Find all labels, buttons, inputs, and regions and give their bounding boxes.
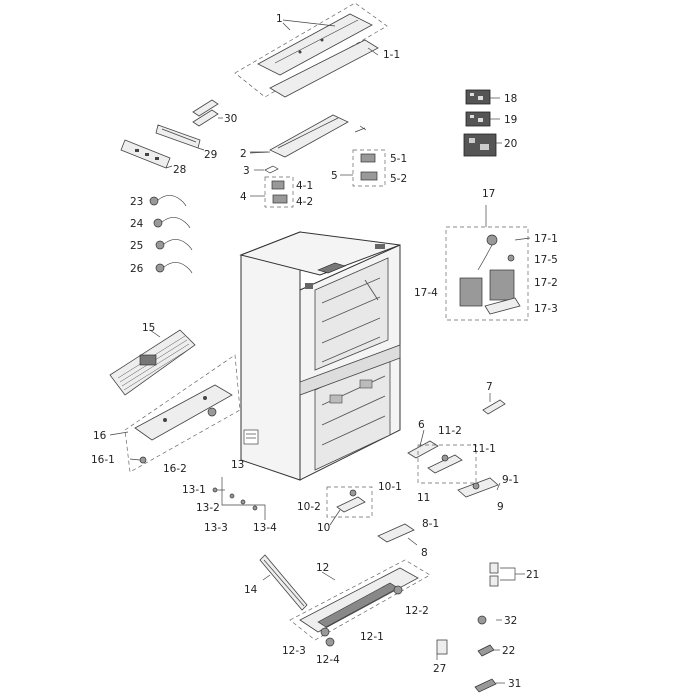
label-20: 20 xyxy=(504,138,517,150)
label-14: 14 xyxy=(244,584,258,596)
label-32: 32 xyxy=(504,615,517,627)
label-17-5: 17-5 xyxy=(534,254,558,266)
hinge-assembly-4 xyxy=(264,176,294,208)
label-1-1: 1-1 xyxy=(383,49,400,61)
label-7: 7 xyxy=(486,381,493,393)
label-29: 29 xyxy=(204,149,217,161)
label-13-4: 13-4 xyxy=(253,522,277,534)
wire-harness-parts xyxy=(149,195,193,274)
control-assembly-17 xyxy=(445,226,529,321)
label-16: 16 xyxy=(93,430,107,442)
label-2: 2 xyxy=(240,148,247,160)
label-16-2: 16-2 xyxy=(163,463,187,475)
label-16-1: 16-1 xyxy=(91,454,115,466)
label-8-1: 8-1 xyxy=(422,518,439,530)
label-18: 18 xyxy=(504,93,517,105)
door-trim-parts xyxy=(120,99,219,169)
label-10-1: 10-1 xyxy=(378,481,402,493)
hinge-assembly-5 xyxy=(352,149,386,187)
base-cover-12 xyxy=(289,559,431,647)
top-cover-assembly xyxy=(234,2,388,98)
pcb-parts xyxy=(463,89,497,157)
label-17-3: 17-3 xyxy=(534,303,558,315)
label-17-4: 17-4 xyxy=(414,287,438,299)
label-4-1: 4-1 xyxy=(296,180,313,192)
label-13: 13 xyxy=(231,459,244,471)
screw-set-13 xyxy=(212,477,266,520)
label-4: 4 xyxy=(240,191,247,203)
label-9-1: 9-1 xyxy=(502,474,519,486)
bottom-rail-14 xyxy=(259,554,308,611)
label-10: 10 xyxy=(317,522,330,534)
label-6: 6 xyxy=(418,419,425,431)
part-labels: 1 1-1 2 3 4 4-1 4-2 5 5-1 5-2 18 19 20 3… xyxy=(91,13,558,690)
label-31: 31 xyxy=(508,678,521,690)
rear-panel-15 xyxy=(109,329,196,396)
label-12: 12 xyxy=(316,562,329,574)
label-28: 28 xyxy=(173,164,186,176)
label-11-2: 11-2 xyxy=(438,425,462,437)
misc-small-parts xyxy=(436,562,516,693)
label-1: 1 xyxy=(276,13,283,25)
label-13-1: 13-1 xyxy=(182,484,206,496)
upper-rail-part xyxy=(249,114,349,158)
label-10-2: 10-2 xyxy=(297,501,321,513)
label-17-1: 17-1 xyxy=(534,233,558,245)
leader-lines xyxy=(109,22,531,684)
label-13-3: 13-3 xyxy=(204,522,228,534)
label-30: 30 xyxy=(224,113,237,125)
label-5: 5 xyxy=(331,170,338,182)
label-12-2: 12-2 xyxy=(405,605,429,617)
label-23: 23 xyxy=(130,196,143,208)
label-26: 26 xyxy=(130,263,144,275)
label-15: 15 xyxy=(142,322,155,334)
label-5-1: 5-1 xyxy=(390,153,407,165)
label-21: 21 xyxy=(526,569,539,581)
label-5-2: 5-2 xyxy=(390,173,407,185)
label-24: 24 xyxy=(130,218,144,230)
label-22: 22 xyxy=(502,645,515,657)
lower-hinge-parts xyxy=(407,399,506,498)
label-11: 11 xyxy=(417,492,430,504)
label-11-1: 11-1 xyxy=(472,443,496,455)
label-4-2: 4-2 xyxy=(296,196,313,208)
hinge-parts-10-8 xyxy=(326,486,415,543)
base-plate-16 xyxy=(124,354,241,473)
label-17-2: 17-2 xyxy=(534,277,558,289)
label-12-1: 12-1 xyxy=(360,631,384,643)
label-12-3: 12-3 xyxy=(282,645,306,657)
refrigerator-cabinet xyxy=(239,231,401,481)
label-3: 3 xyxy=(243,165,250,177)
label-25: 25 xyxy=(130,240,143,252)
label-9: 9 xyxy=(497,501,504,513)
label-13-2: 13-2 xyxy=(196,502,220,514)
label-12-4: 12-4 xyxy=(316,654,340,666)
label-27: 27 xyxy=(433,663,446,675)
label-19: 19 xyxy=(504,114,517,126)
label-17: 17 xyxy=(482,188,495,200)
label-8: 8 xyxy=(421,547,428,559)
hinge-pin-part xyxy=(264,125,367,174)
